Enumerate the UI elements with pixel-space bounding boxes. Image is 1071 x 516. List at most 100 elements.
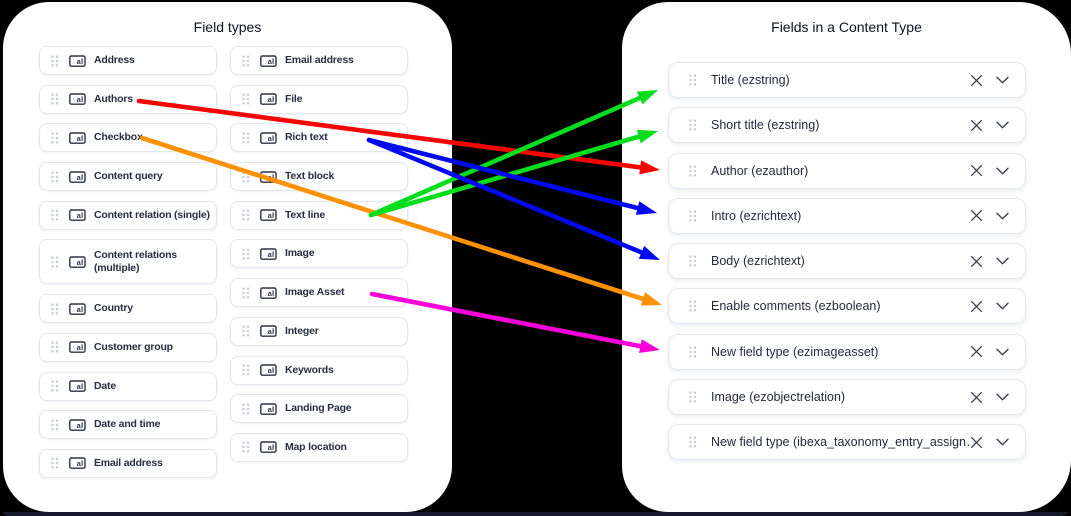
field-type-label: Text line bbox=[285, 208, 326, 221]
drag-handle-icon[interactable] bbox=[242, 403, 250, 415]
drag-handle-icon[interactable] bbox=[689, 165, 697, 177]
close-icon[interactable] bbox=[970, 391, 983, 404]
content-type-field-row[interactable]: Short title (ezstring) bbox=[668, 107, 1026, 144]
drag-handle-icon[interactable] bbox=[242, 287, 250, 299]
drag-handle-icon[interactable] bbox=[689, 436, 697, 448]
drag-handle-icon[interactable] bbox=[242, 132, 250, 144]
drag-handle-icon[interactable] bbox=[242, 171, 250, 183]
chevron-down-icon[interactable] bbox=[996, 167, 1009, 175]
drag-handle-icon[interactable] bbox=[689, 255, 697, 267]
drag-handle-icon[interactable] bbox=[51, 457, 59, 469]
text-field-icon: a bbox=[69, 130, 86, 146]
svg-text:a: a bbox=[77, 305, 82, 314]
content-type-field-row[interactable]: Image (ezobjectrelation) bbox=[668, 379, 1026, 416]
content-type-field-row[interactable]: Enable comments (ezboolean) bbox=[668, 288, 1026, 325]
chevron-down-icon[interactable] bbox=[996, 257, 1009, 265]
close-icon[interactable] bbox=[970, 436, 983, 449]
content-type-field-row[interactable]: Body (ezrichtext) bbox=[668, 243, 1026, 280]
drag-handle-icon[interactable] bbox=[689, 119, 697, 131]
chevron-down-icon[interactable] bbox=[996, 76, 1009, 84]
drag-handle-icon[interactable] bbox=[689, 391, 697, 403]
field-type-label: Email address bbox=[285, 54, 354, 66]
drag-handle-icon[interactable] bbox=[242, 441, 250, 453]
drag-handle-icon[interactable] bbox=[51, 380, 59, 392]
drag-handle-icon[interactable] bbox=[51, 256, 59, 268]
content-type-field-list: Title (ezstring) Short title (ezstring) Au… bbox=[668, 62, 1026, 461]
chevron-down-icon[interactable] bbox=[996, 212, 1009, 220]
field-type-label: Checkbox bbox=[94, 131, 143, 144]
chevron-down-icon[interactable] bbox=[996, 121, 1009, 129]
drag-handle-icon[interactable] bbox=[51, 93, 59, 105]
close-icon[interactable] bbox=[970, 300, 983, 313]
drag-handle-icon[interactable] bbox=[51, 341, 59, 353]
text-field-icon: a bbox=[260, 130, 277, 146]
drag-handle-icon[interactable] bbox=[51, 209, 59, 221]
content-type-fields-panel: Fields in a Content Type Title (ezstring… bbox=[622, 2, 1071, 512]
field-type-label: Content relation (single) bbox=[94, 208, 210, 221]
close-icon[interactable] bbox=[970, 74, 983, 87]
content-type-field-row[interactable]: Title (ezstring) bbox=[668, 62, 1026, 98]
chevron-down-icon[interactable] bbox=[996, 348, 1009, 356]
text-field-icon: a bbox=[69, 169, 86, 185]
chevron-down-icon[interactable] bbox=[996, 438, 1009, 446]
drag-handle-icon[interactable] bbox=[689, 300, 697, 312]
text-field-icon: a bbox=[69, 53, 86, 69]
close-icon[interactable] bbox=[970, 164, 983, 177]
chevron-down-icon[interactable] bbox=[996, 302, 1009, 310]
drag-handle-icon[interactable] bbox=[689, 346, 697, 358]
content-type-field-row[interactable]: New field type (ibexa_taxonomy_entry_ass… bbox=[668, 424, 1026, 461]
drag-handle-icon[interactable] bbox=[51, 132, 59, 144]
close-icon[interactable] bbox=[970, 119, 983, 132]
drag-handle-icon[interactable] bbox=[51, 303, 59, 315]
drag-handle-icon[interactable] bbox=[51, 171, 59, 183]
close-icon[interactable] bbox=[970, 209, 983, 222]
drag-handle-icon[interactable] bbox=[242, 55, 250, 67]
field-type-label: Image bbox=[285, 247, 315, 260]
drag-handle-icon[interactable] bbox=[51, 419, 59, 431]
content-type-field-row[interactable]: Author (ezauthor) bbox=[668, 152, 1026, 189]
content-type-field-row[interactable]: Intro (ezrichtext) bbox=[668, 197, 1026, 234]
field-type-item[interactable]: a Checkbox bbox=[39, 123, 217, 153]
drag-handle-icon[interactable] bbox=[242, 93, 250, 105]
text-field-icon: a bbox=[260, 439, 277, 455]
content-type-fields-title: Fields in a Content Type bbox=[771, 19, 922, 35]
drag-handle-icon[interactable] bbox=[242, 209, 250, 221]
drag-handle-icon[interactable] bbox=[689, 210, 697, 222]
drag-handle-icon[interactable] bbox=[242, 325, 250, 337]
chevron-down-icon[interactable] bbox=[996, 393, 1009, 401]
svg-text:a: a bbox=[268, 366, 273, 375]
close-icon[interactable] bbox=[970, 255, 983, 268]
text-field-icon: a bbox=[260, 169, 277, 185]
content-type-field-row[interactable]: New field type (ezimageasset) bbox=[668, 333, 1026, 370]
close-icon[interactable] bbox=[970, 345, 983, 358]
drag-handle-icon[interactable] bbox=[689, 74, 697, 86]
drag-handle-icon[interactable] bbox=[242, 364, 250, 376]
field-type-label: Date bbox=[94, 379, 116, 392]
svg-text:a: a bbox=[268, 173, 273, 182]
drag-handle-icon[interactable] bbox=[242, 248, 250, 260]
drag-handle-icon[interactable] bbox=[51, 55, 59, 67]
